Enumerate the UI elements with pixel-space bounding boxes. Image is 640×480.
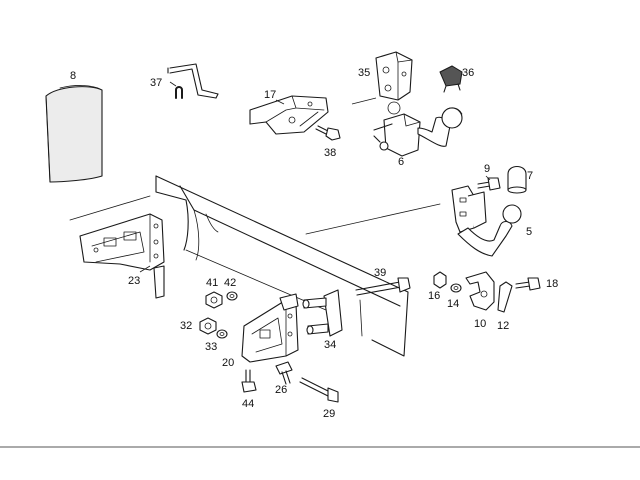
callout-labels: 8 37 17 35 36 38 6 9 7 5 23 39 41 42 16 … (70, 67, 558, 420)
callout-36: 36 (462, 67, 474, 79)
part-33-washer (216, 329, 228, 339)
part-17-bracket (249, 95, 329, 135)
part-18-bolt (515, 277, 541, 291)
callout-10: 10 (474, 318, 486, 330)
callout-9: 9 (484, 163, 490, 175)
part-14-washer (450, 283, 462, 293)
callout-29: 29 (323, 408, 335, 420)
callout-14: 14 (447, 298, 459, 310)
callout-33: 33 (205, 341, 217, 353)
callout-20: 20 (222, 357, 234, 369)
callout-18: 18 (546, 278, 558, 290)
part-12-strip (497, 281, 513, 313)
part-23-left-bracket (79, 213, 165, 299)
part-35-unit (375, 51, 413, 101)
part-34-stud-plate (302, 289, 343, 337)
part-29-bolt (299, 377, 339, 403)
part-9-bolt (477, 177, 501, 191)
callout-26: 26 (275, 384, 287, 396)
part-7-ball-cap (507, 165, 527, 194)
part-39-bolt (355, 277, 411, 296)
callout-35: 35 (358, 67, 370, 79)
callout-37: 37 (150, 77, 162, 89)
part-41-nut (205, 291, 223, 309)
callout-16: 16 (428, 290, 440, 302)
part-44-bolt (241, 369, 257, 393)
part-36-connector (439, 65, 463, 93)
part-5-ball-hitch (451, 185, 522, 257)
part-42-washer (226, 291, 238, 301)
part-37-crank (167, 63, 219, 99)
callout-38: 38 (324, 147, 336, 159)
callout-17: 17 (264, 89, 276, 101)
callout-8: 8 (70, 70, 76, 82)
part-6-ball-neck (373, 101, 463, 157)
part-32-nut (199, 317, 217, 335)
callout-32: 32 (180, 320, 192, 332)
part-20-right-bracket (241, 293, 299, 363)
callout-44: 44 (242, 398, 254, 410)
callout-41: 41 (206, 277, 218, 289)
callout-6: 6 (398, 156, 404, 168)
part-8-cover (45, 85, 103, 183)
callout-23: 23 (128, 275, 140, 287)
callout-34: 34 (324, 339, 336, 351)
callout-7: 7 (527, 170, 533, 182)
callout-12: 12 (497, 320, 509, 332)
part-38-bolt (315, 125, 341, 141)
callout-5: 5 (526, 226, 532, 238)
callout-42: 42 (224, 277, 236, 289)
part-26-bolt (275, 361, 293, 385)
leader-lines (139, 81, 491, 273)
callout-39: 39 (374, 267, 386, 279)
part-16-nut (433, 271, 447, 289)
part-10-socket-bracket (465, 271, 495, 311)
